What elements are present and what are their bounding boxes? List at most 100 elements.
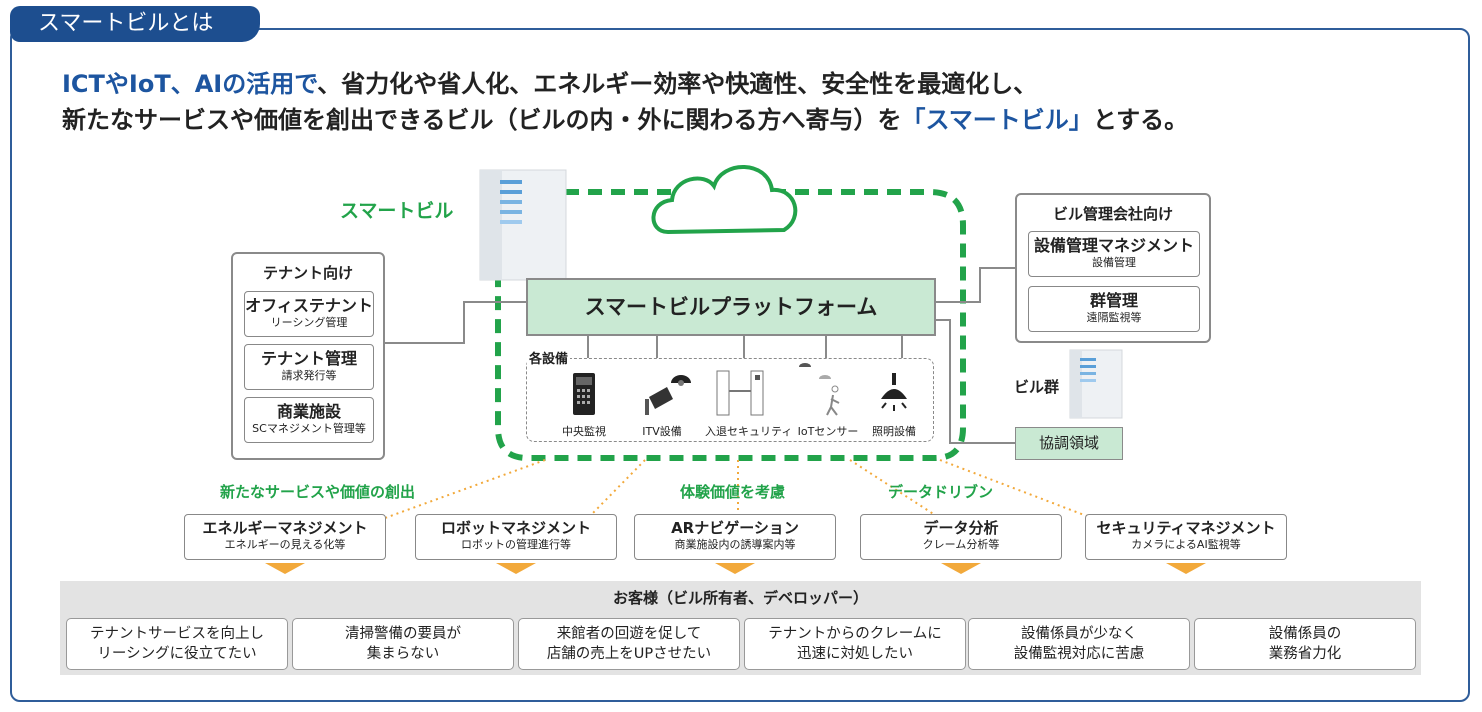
mgmt-item-group: 群管理 遠隔監視等 [1028,286,1200,332]
down-arrow-icon [715,563,755,574]
need-line: 設備係員の [1268,626,1342,642]
cloud-icon [651,165,798,235]
platform-box: スマートビルプラットフォーム [526,278,936,336]
customer-need: 清掃警備の要員が集まらない [292,618,514,670]
equipment-group: 中央監視 ITV設備 入退セキュリティ IoTセンサー 照明設備 [526,358,934,442]
headline-text-2: 新たなサービスや価値を創出できるビル（ビルの内・外に関わる方へ寄与）を [62,106,902,134]
service-data: データ分析 クレーム分析等 [860,514,1062,560]
tenant-item-sub: SCマネジメント管理等 [252,422,366,435]
equipment-label: ITV設備 [642,425,682,438]
building-group-label: ビル群 [1014,378,1060,396]
headline-highlight-2: 「スマートビル」 [901,106,1093,134]
building-icon [479,169,567,281]
collab-connector [936,319,1015,444]
service-links [384,459,1093,519]
equipment-title: 各設備 [527,348,571,367]
green-label-value-creation: 新たなサービスや価値の創出 [220,483,416,501]
need-line: 設備係員が少なく [1021,626,1137,642]
lamp-icon [881,373,907,411]
monitor-panel-icon [573,373,595,415]
service-ar: ARナビゲーション 商業施設内の誘導案内等 [634,514,836,560]
customer-title: お客様（ビル所有者、デベロッパー） [612,589,868,607]
customer-need: テナントサービスを向上しリーシングに役立てたい [66,618,288,670]
customer-need: テナントからのクレームに迅速に対処したい [744,618,966,670]
tenant-item-sub: 請求発行等 [281,369,337,382]
down-arrow-icon [1166,563,1206,574]
need-line: 来館者の回遊を促して [556,626,702,642]
tenant-item-management: テナント管理 請求発行等 [244,344,374,390]
service-title: エネルギーマネジメント [202,519,368,537]
equipment-label: IoTセンサー [797,425,859,438]
tenant-group-title: テナント向け [262,264,353,282]
equipment-itv: ITV設備 [627,359,697,438]
need-line: リーシングに役立てたい [97,646,257,662]
green-label-experience: 体験価値を考慮 [680,483,786,501]
smart-building-boundary [495,189,966,461]
equipment-access: 入退セキュリティ [705,359,792,438]
tenant-group: テナント向け オフィステナント リーシング管理 テナント管理 請求発行等 商業施… [231,252,385,460]
section-frame [10,28,1470,702]
service-title: セキュリティマネジメント [1096,519,1276,537]
mgmt-item-sub: 遠隔監視等 [1086,311,1142,324]
tenant-item-title: テナント管理 [260,349,357,368]
camera-icon [645,375,691,415]
tenant-item-sub: リーシング管理 [270,316,348,329]
need-line: テナントサービスを向上し [90,626,264,642]
service-security: セキュリティマネジメント カメラによるAI監視等 [1085,514,1287,560]
smart-building-label: スマートビル [340,200,454,222]
sensor-icon [799,363,840,416]
tenant-item-office: オフィステナント リーシング管理 [244,291,374,337]
need-line: 業務省力化 [1268,646,1342,662]
need-line: 設備監視対応に苦慮 [1013,646,1145,662]
headline-line-1: ICTやIoT、AIの活用で、省力化や省人化、エネルギー効率や快適性、安全性を最… [62,64,1037,99]
service-sub: クレーム分析等 [922,538,1000,551]
collab-area: 協調領域 [1015,427,1123,460]
service-robot: ロボットマネジメント ロボットの管理進行等 [415,514,617,560]
down-arrow-icon [496,563,536,574]
headline-line-2: 新たなサービスや価値を創出できるビル（ビルの内・外に関わる方へ寄与）を「スマート… [62,100,1188,135]
equipment-label: 照明設備 [872,425,916,438]
mgmt-item-title: 設備管理マネジメント [1033,236,1194,255]
need-line: 店舗の売上をUPさせたい [546,646,712,662]
equipment-label: 入退セキュリティ [705,425,793,438]
service-title: ロボットマネジメント [440,519,591,537]
headline-text-3: とする。 [1092,106,1189,134]
service-sub: ロボットの管理進行等 [461,538,571,551]
headline-text-1: 、省力化や省人化、エネルギー効率や快適性、安全性を最適化し、 [317,70,1038,98]
tenant-connector [374,301,526,344]
need-line: 清掃警備の要員が [345,626,461,642]
mgmt-group: ビル管理会社向け 設備管理マネジメント 設備管理 群管理 遠隔監視等 [1015,193,1211,343]
customer-need: 来館者の回遊を促して店舗の売上をUPさせたい [518,618,740,670]
mgmt-group-title: ビル管理会社向け [1052,205,1173,223]
need-line: 迅速に対処したい [797,646,913,662]
tenant-item-title: 商業施設 [276,402,341,421]
mgmt-item-sub: 設備管理 [1092,256,1136,269]
service-energy: エネルギーマネジメント エネルギーの見える化等 [184,514,386,560]
equipment-central-monitoring: 中央監視 [549,359,619,438]
equipment-iot: IoTセンサー [793,359,863,438]
mgmt-connector [936,267,1015,303]
equipment-lighting: 照明設備 [859,359,929,438]
building-group-icon [1069,349,1123,419]
customer-need: 設備係員が少なく設備監視対応に苦慮 [968,618,1190,670]
tenant-item-commercial: 商業施設 SCマネジメント管理等 [244,397,374,443]
down-arrow-icon [941,563,981,574]
need-line: テナントからのクレームに [768,626,942,642]
mgmt-item-facility: 設備管理マネジメント 設備管理 [1028,231,1200,277]
service-title: データ分析 [923,519,999,537]
need-line: 集まらない [366,646,440,662]
mgmt-item-title: 群管理 [1089,291,1138,310]
section-title: スマートビルとは [10,6,260,42]
green-label-data-driven: データドリブン [888,483,994,501]
headline-highlight-1: ICTやIoT、AIの活用で [62,70,318,98]
gate-icon [716,370,764,416]
customer-need: 設備係員の業務省力化 [1194,618,1416,670]
down-arrow-icon [265,563,305,574]
tenant-item-title: オフィステナント [245,296,373,315]
service-sub: エネルギーの見える化等 [224,538,346,551]
equipment-label: 中央監視 [562,425,606,438]
service-title: ARナビゲーション [671,519,799,537]
service-sub: 商業施設内の誘導案内等 [674,538,796,551]
service-sub: カメラによるAI監視等 [1131,538,1241,551]
